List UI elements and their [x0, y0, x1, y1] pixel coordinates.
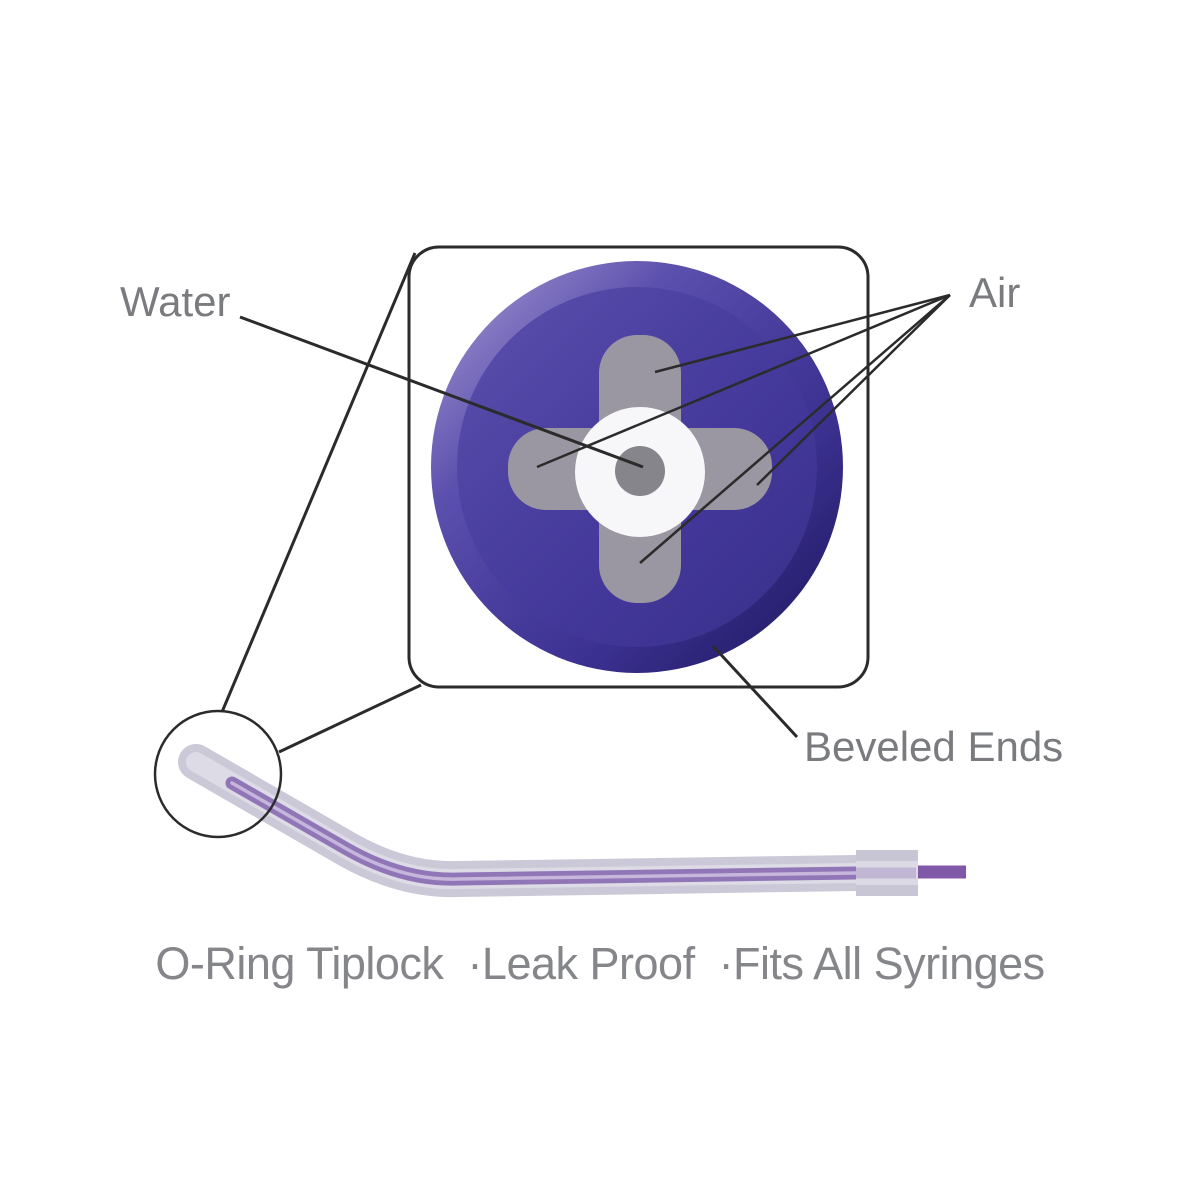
magnifier-circle: [153, 709, 283, 839]
beveled-ends-callout-line: [711, 644, 799, 739]
syringe-tube-body: [178, 744, 874, 898]
feature-caption: O-Ring Tiplock ·Leak Proof ·Fits All Syr…: [155, 938, 1045, 989]
syringe-tube-core-highlight: [230, 781, 858, 881]
syringe-tube-inner: [186, 752, 866, 890]
water-label: Water: [120, 278, 231, 325]
water-channel-dot: [615, 446, 665, 496]
magnifier-connector-bottom-line: [278, 683, 422, 754]
syringe-tube-core: [225, 776, 863, 886]
beveled-ends-label: Beveled Ends: [804, 723, 1064, 770]
magnifier-connector-top-line: [220, 252, 417, 713]
air-label: Air: [969, 269, 1021, 316]
